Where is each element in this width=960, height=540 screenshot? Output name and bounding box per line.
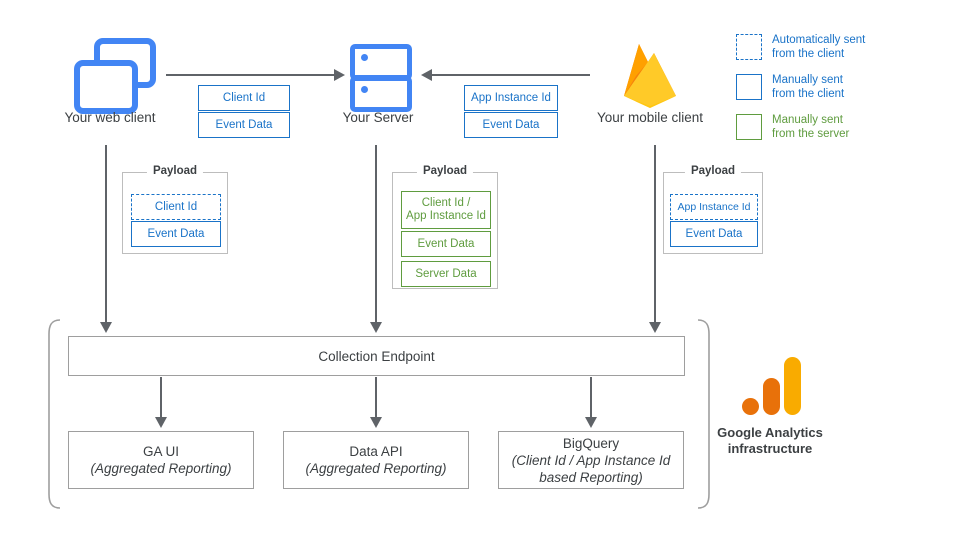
server-led-bottom-icon	[361, 85, 368, 93]
endpoint-to-bigquery-arrowhead	[585, 417, 597, 428]
payload-chip-mobile-event-data: Event Data	[670, 221, 758, 247]
payload-chip-server-ids-line2: App Instance Id	[406, 210, 486, 222]
collection-endpoint-label: Collection Endpoint	[318, 348, 435, 364]
output-subtitle-ga-ui: (Aggregated Reporting)	[90, 461, 232, 476]
legend-swatch-auto-client	[736, 34, 762, 60]
server-to-endpoint-arrowhead	[370, 322, 382, 333]
firebase-flame-icon	[624, 44, 676, 108]
ga-infra-label-line1: Google Analytics	[717, 425, 823, 440]
payload-group-mobile: Payload App Instance Id Event Data	[663, 165, 763, 254]
transfer-chip-web-event-data: Event Data	[198, 112, 290, 138]
payload-chip-mobile-app-instance-id: App Instance Id	[670, 194, 758, 220]
endpoint-to-bigquery-arrow-line	[590, 377, 592, 418]
output-subtitle-bigquery-line2: based Reporting)	[539, 469, 643, 485]
web-to-endpoint-arrow-line	[105, 145, 107, 323]
output-subtitle-bigquery-line1: (Client Id / App Instance Id	[511, 452, 671, 468]
legend-label-manual-client-line1: Manually sent	[772, 74, 843, 86]
endpoint-to-dataapi-arrow-line	[375, 377, 377, 418]
legend-swatch-manual-client	[736, 74, 762, 100]
transfer-chip-web-client-id: Client Id	[198, 85, 290, 111]
output-title-bigquery: BigQuery	[562, 435, 620, 451]
payload-title-mobile: Payload	[684, 165, 742, 177]
output-subtitle-data-api: (Aggregated Reporting)	[305, 461, 447, 476]
output-title-ga-ui: GA UI	[142, 444, 179, 459]
server-led-top-icon	[361, 53, 368, 61]
mobile-to-server-arrowhead	[421, 69, 432, 81]
endpoint-to-dataapi-arrowhead	[370, 417, 382, 428]
ga-icon-bar-tall	[784, 357, 801, 415]
web-client-label: Your web client	[64, 110, 156, 125]
server-to-endpoint-arrow-line	[375, 145, 377, 323]
mobile-to-endpoint-arrow-line	[654, 145, 656, 323]
legend-label-auto-client-line2: from the client	[772, 47, 845, 60]
browser-window-front-icon	[74, 60, 138, 114]
web-client-node	[70, 36, 156, 114]
legend-label-manual-server: Manually sent from the server	[772, 114, 952, 141]
collection-endpoint-box: Collection Endpoint	[68, 336, 685, 376]
endpoint-to-gaui-arrow-line	[160, 377, 162, 418]
server-bay-top-icon	[350, 44, 412, 80]
legend-label-auto-client-line1: Automatically sent	[772, 34, 866, 46]
payload-title-server: Payload	[416, 165, 474, 177]
mobile-to-server-arrow-line	[432, 74, 590, 76]
mobile-to-endpoint-arrowhead	[649, 322, 661, 333]
output-box-data-api: Data API (Aggregated Reporting)	[283, 431, 469, 489]
mobile-client-label: Your mobile client	[596, 110, 704, 125]
server-node	[350, 44, 412, 112]
payload-chip-server-server-data: Server Data	[401, 261, 491, 287]
ga-icon-circle	[742, 398, 759, 415]
output-box-bigquery: BigQuery (Client Id / App Instance Id ba…	[498, 431, 684, 489]
payload-group-server: Payload Client Id / App Instance Id Even…	[392, 165, 498, 289]
legend-label-manual-client-line2: from the client	[772, 87, 845, 100]
payload-chip-web-event-data: Event Data	[131, 221, 221, 247]
web-to-server-arrowhead	[334, 69, 345, 81]
web-to-server-arrow-line	[166, 74, 334, 76]
endpoint-to-gaui-arrowhead	[155, 417, 167, 428]
web-to-endpoint-arrowhead	[100, 322, 112, 333]
payload-group-web: Payload Client Id Event Data	[122, 165, 228, 254]
output-title-data-api: Data API	[349, 444, 403, 459]
payload-chip-web-client-id: Client Id	[131, 194, 221, 220]
google-analytics-icon	[742, 357, 801, 417]
legend: Automatically sent from the client Manua…	[736, 32, 956, 152]
legend-swatch-manual-server	[736, 114, 762, 140]
transfer-chip-mobile-event-data: Event Data	[464, 112, 558, 138]
ga-icon-bar-mid	[763, 378, 780, 415]
legend-label-manual-server-line1: Manually sent	[772, 114, 843, 126]
payload-title-web: Payload	[146, 165, 204, 177]
server-label: Your Server	[342, 110, 414, 125]
google-analytics-infrastructure-label: Google Analytics infrastructure	[690, 425, 850, 457]
legend-label-manual-server-line2: from the server	[772, 127, 850, 140]
payload-chip-server-ids: Client Id / App Instance Id	[401, 191, 491, 229]
transfer-chip-mobile-app-instance-id: App Instance Id	[464, 85, 558, 111]
output-box-ga-ui: GA UI (Aggregated Reporting)	[68, 431, 254, 489]
ga-infra-label-line2: infrastructure	[727, 441, 813, 456]
legend-label-auto-client: Automatically sent from the client	[772, 34, 952, 61]
server-bay-bottom-icon	[350, 76, 412, 112]
mobile-client-node	[614, 36, 686, 112]
payload-chip-server-event-data: Event Data	[401, 231, 491, 257]
payload-chip-server-ids-line1: Client Id /	[421, 197, 471, 209]
legend-label-manual-client: Manually sent from the client	[772, 74, 952, 101]
